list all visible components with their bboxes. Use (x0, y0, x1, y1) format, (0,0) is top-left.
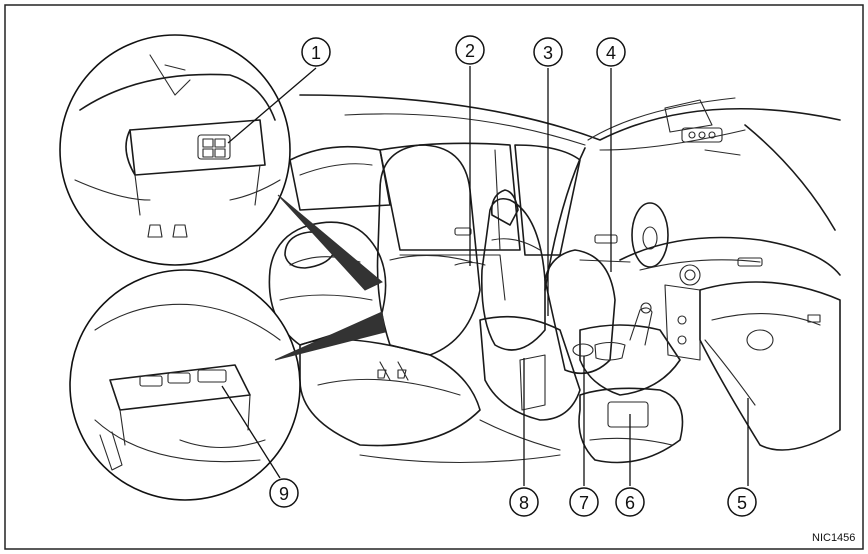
callout-5: 5 (727, 398, 757, 517)
callout-3: 3 (533, 37, 563, 316)
inset-rear-armrest (59, 34, 383, 291)
callout-9: 9 (221, 385, 299, 508)
callout-2: 2 (455, 35, 485, 266)
callout-1: 1 (227, 37, 331, 144)
callout-9-label: 9 (279, 484, 289, 504)
callout-2-label: 2 (465, 41, 475, 61)
inset-center-console (69, 269, 386, 501)
callout-7-label: 7 (579, 493, 589, 513)
callout-5-label: 5 (737, 493, 747, 513)
callout-6: 6 (615, 414, 645, 517)
cabin-illustration (268, 94, 841, 464)
callout-1-label: 1 (311, 43, 321, 63)
callout-3-label: 3 (543, 43, 553, 63)
callout-8-label: 8 (519, 493, 529, 513)
callout-6-label: 6 (625, 493, 635, 513)
callout-4-label: 4 (606, 43, 616, 63)
callout-7: 7 (569, 356, 599, 517)
figure-code: NIC1456 (812, 532, 855, 544)
callout-4: 4 (596, 37, 626, 272)
callout-8: 8 (509, 358, 539, 517)
